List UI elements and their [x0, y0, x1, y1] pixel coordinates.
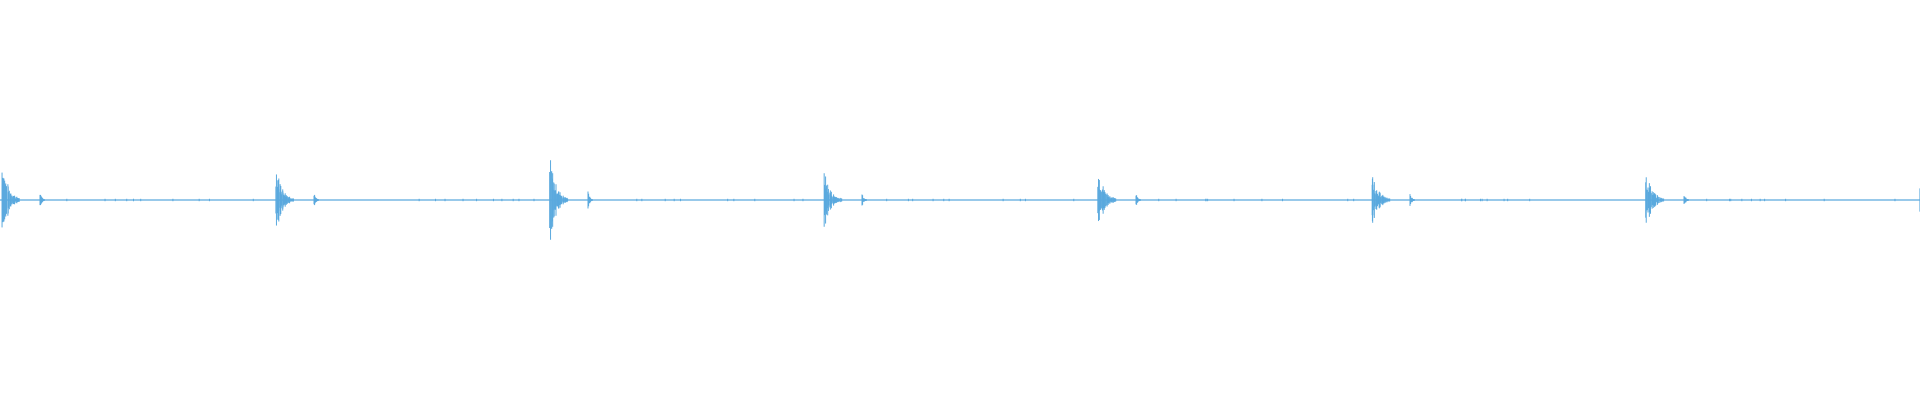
- waveform-pulses: [1, 160, 1920, 240]
